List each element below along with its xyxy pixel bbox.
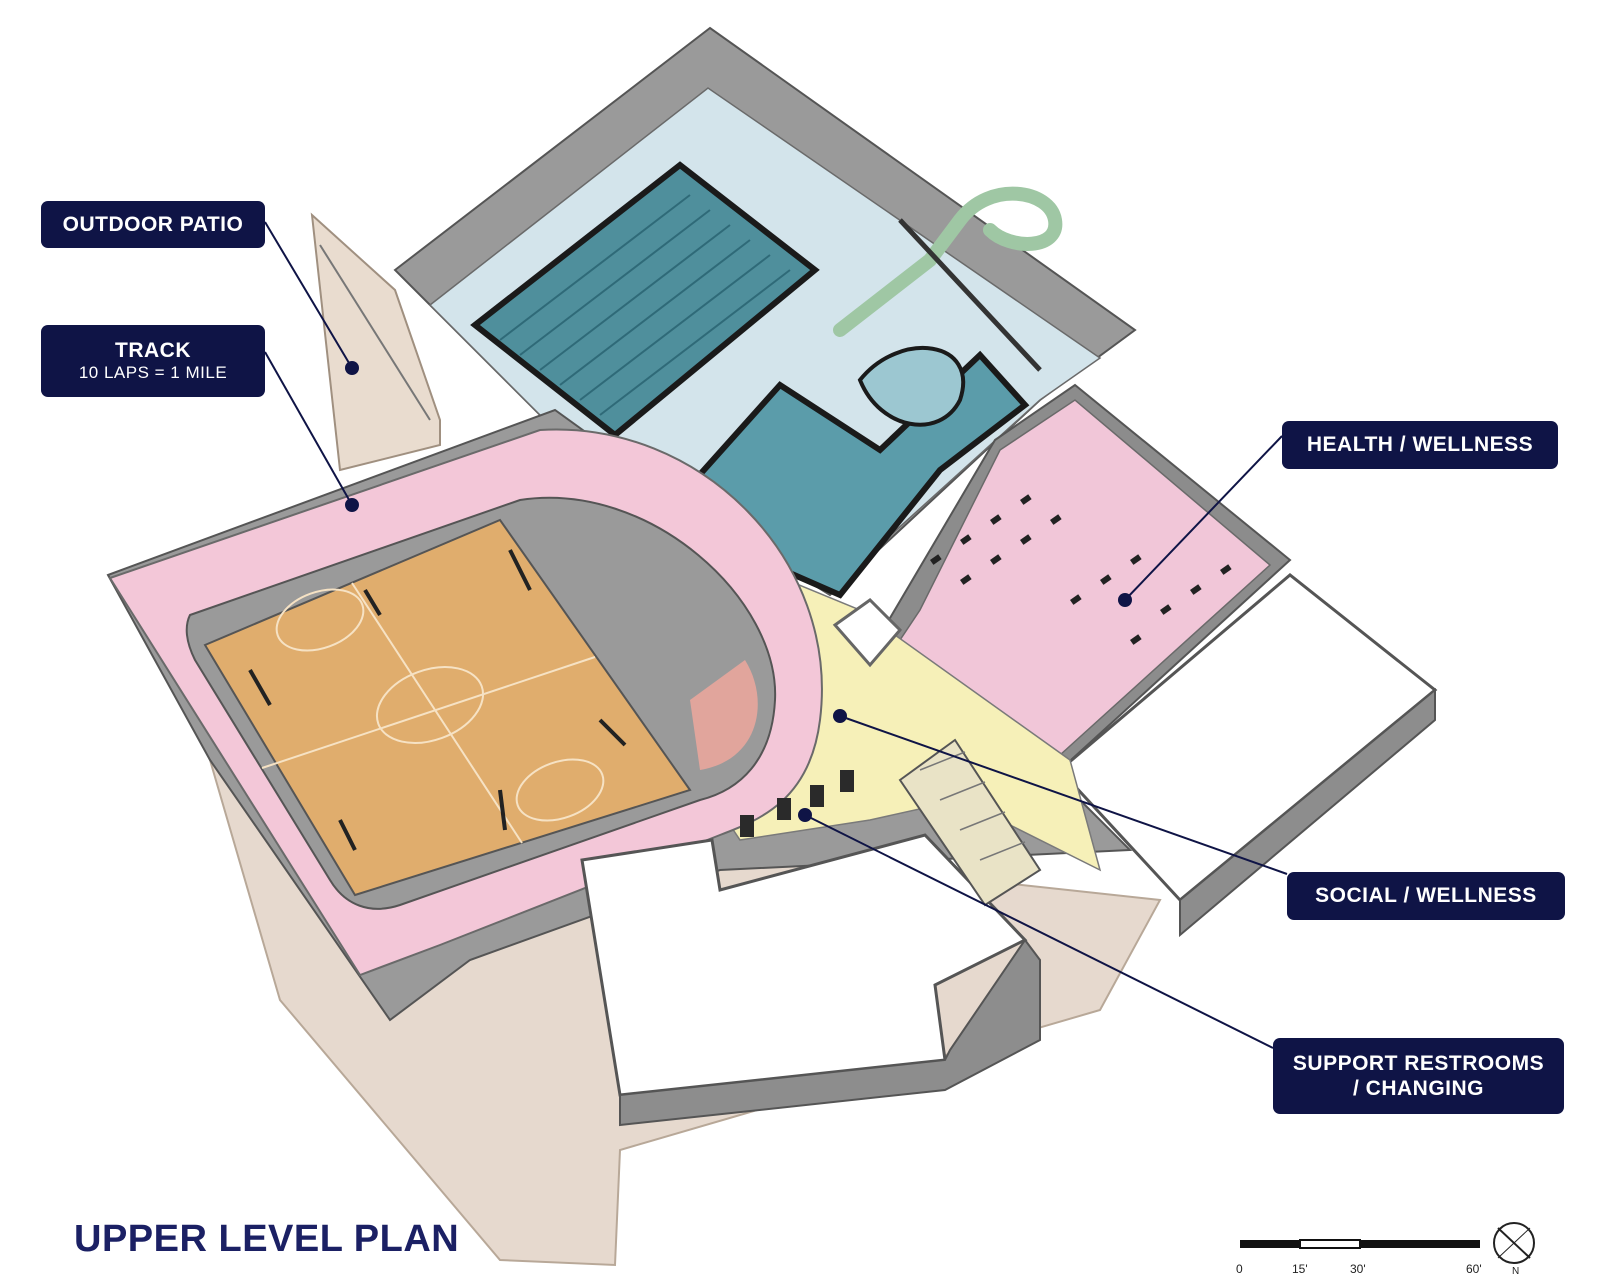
- health-wellness-callout: HEALTH / WELLNESS: [1282, 421, 1558, 469]
- competition-pool: [470, 161, 820, 439]
- scale-tick-30: 30': [1350, 1262, 1366, 1276]
- slide-stair: [898, 218, 1042, 372]
- outdoor-patio-ramp: [310, 212, 441, 472]
- health-wellness-label: HEALTH / WELLNESS: [1306, 433, 1534, 457]
- lazy-river: [857, 346, 965, 427]
- north-arrow-icon: [1493, 1222, 1535, 1264]
- lockers: [740, 770, 854, 837]
- social-planter: [832, 598, 903, 668]
- scale-tick-15: 15': [1292, 1262, 1308, 1276]
- scale-bar: [1240, 1239, 1480, 1249]
- support-restrooms-callout: SUPPORT RESTROOMS / CHANGING: [1273, 1038, 1564, 1114]
- social-wellness-label: SOCIAL / WELLNESS: [1315, 884, 1537, 908]
- track-label: TRACK: [115, 339, 191, 363]
- stair-treads: [919, 751, 1026, 861]
- pool-lanes: [499, 194, 791, 416]
- social-wellness-callout: SOCIAL / WELLNESS: [1287, 872, 1565, 920]
- outdoor-patio-label: OUTDOOR PATIO: [62, 212, 244, 236]
- water-slide: [833, 186, 1063, 337]
- outdoor-patio-callout: OUTDOOR PATIO: [41, 201, 265, 248]
- callout-leaders: [264, 221, 1288, 1049]
- scale-tick-0: 0: [1236, 1262, 1243, 1276]
- gymnasium-court: [203, 518, 692, 897]
- track-sublabel: 10 LAPS = 1 MILE: [78, 363, 228, 383]
- callout-dots: [345, 361, 1132, 822]
- lounge-zone: [690, 660, 758, 770]
- north-label: N: [1512, 1266, 1520, 1277]
- track-callout: TRACK 10 LAPS = 1 MILE: [41, 325, 265, 397]
- patio-stair: [319, 244, 431, 421]
- scale-tick-60: 60': [1466, 1262, 1482, 1276]
- east-roof-wall: [1179, 687, 1436, 938]
- fitness-equipment: [930, 494, 1232, 645]
- south-wall: [619, 938, 1041, 1127]
- support-restrooms-label-line1: SUPPORT RESTROOMS: [1292, 1051, 1545, 1075]
- support-restrooms-label-line2: / CHANGING: [1353, 1077, 1484, 1100]
- court-lines: [261, 582, 605, 844]
- basketball-hoops: [248, 549, 627, 851]
- plan-title: UPPER LEVEL PLAN: [74, 1218, 460, 1260]
- grand-stair: [898, 738, 1042, 907]
